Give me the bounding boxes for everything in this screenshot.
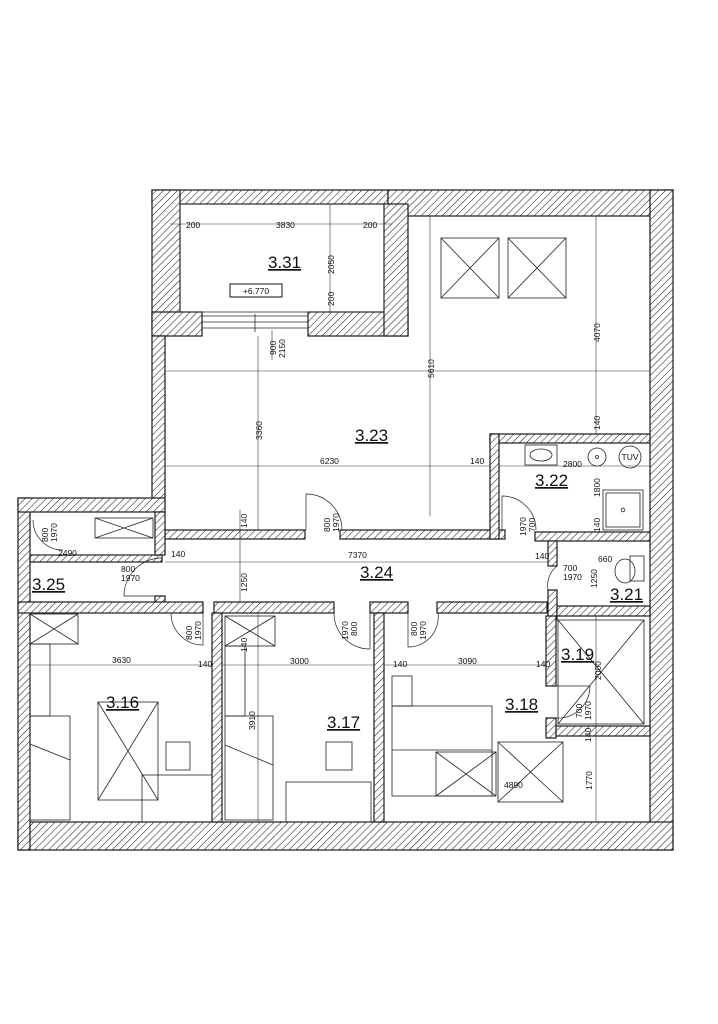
dim-label: 700: [527, 518, 537, 532]
dim-label: 2050: [326, 255, 336, 274]
dim-label: 2150: [277, 339, 287, 358]
dim-label: 140: [536, 659, 550, 669]
dim-label: 140: [171, 549, 185, 559]
dim-label: 140: [470, 456, 484, 466]
boiler-label: TUV: [622, 452, 639, 462]
dim-label: 800: [349, 622, 359, 636]
dim-label: 140: [583, 728, 593, 742]
dim-label: 3910: [247, 711, 257, 730]
skylight-windows: [440, 237, 567, 299]
dim-label: 1250: [239, 573, 249, 592]
toilet-fixture: [614, 555, 645, 584]
dim-label: 1970: [193, 621, 203, 640]
dim-label: 7370: [348, 550, 367, 560]
dim-label: 1250: [589, 569, 599, 588]
dimension-labels: 200 3830 200 2050 200 900 2150 5610 4070…: [40, 220, 612, 790]
dim-label: 2490: [58, 548, 77, 558]
dim-label: 800: [409, 622, 419, 636]
dim-label: 800: [184, 626, 194, 640]
room-label-3-19: 3.19: [561, 645, 594, 664]
dim-label: 1970: [121, 573, 140, 583]
dim-label: 140: [239, 638, 249, 652]
dim-label: 200: [186, 220, 200, 230]
dim-label: 1770: [584, 771, 594, 790]
dim-label: 3630: [112, 655, 131, 665]
room-label-3-21: 3.21: [610, 585, 643, 604]
room-labels: 3.31 3.23 3.22 3.25 3.24 3.21 3.19 3.16 …: [32, 253, 643, 732]
exterior-walls: [17, 189, 674, 851]
balcony-details: [170, 203, 392, 360]
dim-label: 1800: [592, 478, 602, 497]
dim-label: 140: [198, 659, 212, 669]
dim-label: 200: [326, 292, 336, 306]
dim-label: 900: [268, 341, 278, 355]
bathroom-fixtures: TUV: [524, 444, 644, 531]
room-label-3-18: 3.18: [505, 695, 538, 714]
dim-label: 3830: [276, 220, 295, 230]
dim-label: 2000: [593, 661, 603, 680]
furniture: [29, 517, 645, 823]
elevation-tag: +6.770: [229, 283, 283, 298]
dim-label: 1970: [563, 572, 582, 582]
dim-label: 200: [363, 220, 377, 230]
dim-label: 140: [239, 514, 249, 528]
dim-label: 800: [40, 528, 50, 542]
dim-label: 1970: [418, 621, 428, 640]
dim-label: 1970: [518, 517, 528, 536]
dim-label: 3360: [254, 421, 264, 440]
dimension-lines: [30, 216, 650, 822]
room-label-3-31: 3.31: [268, 253, 301, 272]
room-label-3-25: 3.25: [32, 575, 65, 594]
room-label-3-17: 3.17: [327, 713, 360, 732]
dim-label: 660: [598, 554, 612, 564]
doors: [32, 493, 591, 719]
dim-label: 700: [563, 563, 577, 573]
interior-walls: [17, 433, 651, 823]
dim-label: 1970: [340, 621, 350, 640]
dim-label: 1970: [583, 701, 593, 720]
dim-label: 140: [592, 518, 602, 532]
dim-label: 800: [322, 518, 332, 532]
dim-label: 6230: [320, 456, 339, 466]
dim-label: 700: [574, 704, 584, 718]
dim-label: 5610: [426, 359, 436, 378]
room-label-3-24: 3.24: [360, 563, 393, 582]
dim-label: 4070: [592, 323, 602, 342]
dim-label: 1970: [49, 523, 59, 542]
room-label-3-22: 3.22: [535, 471, 568, 490]
dim-label: 3000: [290, 656, 309, 666]
dim-label: 3090: [458, 656, 477, 666]
dim-label: 140: [535, 551, 549, 561]
dim-label: 2800: [563, 459, 582, 469]
dim-label: 4890: [504, 780, 523, 790]
elevation-label: +6.770: [243, 286, 270, 296]
dim-label: 140: [393, 659, 407, 669]
room-label-3-23: 3.23: [355, 426, 388, 445]
dim-label: 800: [121, 564, 135, 574]
dim-label: 140: [592, 416, 602, 430]
dim-label: 1970: [331, 513, 341, 532]
room-label-3-16: 3.16: [106, 693, 139, 712]
